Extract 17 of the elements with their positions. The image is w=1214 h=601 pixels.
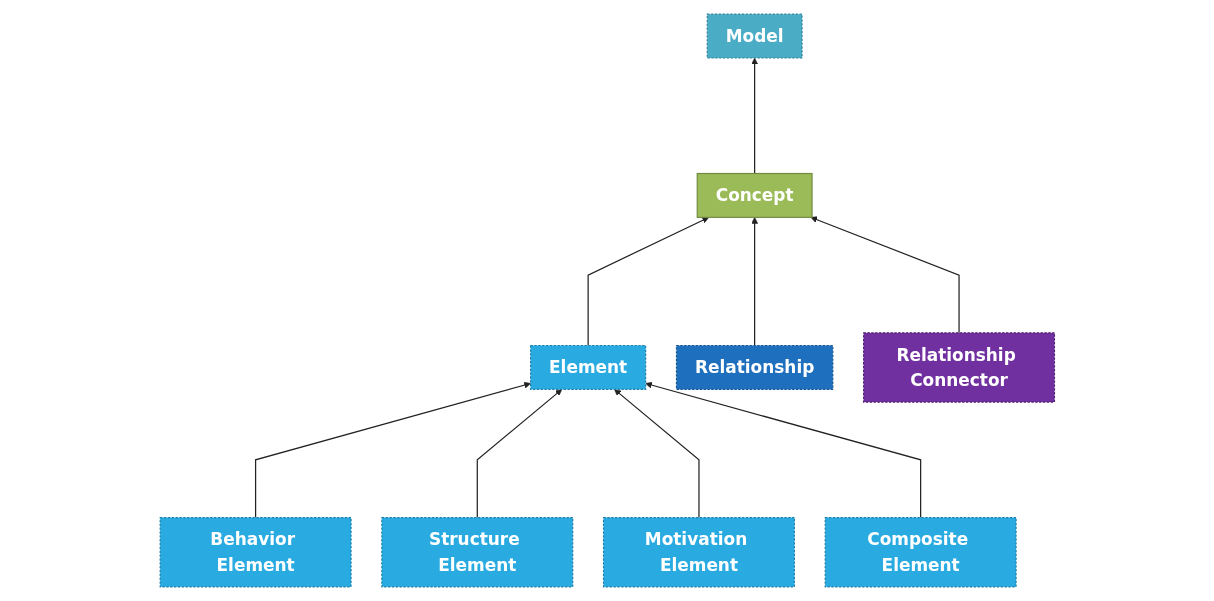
arrow — [750, 217, 758, 347]
arrow — [810, 216, 960, 334]
arrow — [645, 381, 921, 519]
node-box: Relationship Connector — [862, 332, 1055, 403]
node-box: Motivation Element — [602, 516, 795, 588]
node-box: Element — [529, 344, 646, 390]
arrow — [254, 381, 531, 519]
node-box: Structure Element — [380, 516, 573, 588]
arrow — [613, 389, 700, 519]
node-box: Model — [706, 13, 803, 59]
arrow — [587, 216, 709, 347]
node-box: Relationship — [675, 344, 834, 390]
node-box: Behavior Element — [159, 516, 352, 588]
node-box: Concept — [696, 172, 813, 218]
arrow — [750, 57, 758, 175]
arrow — [476, 389, 562, 519]
node-box: Composite Element — [824, 516, 1017, 588]
